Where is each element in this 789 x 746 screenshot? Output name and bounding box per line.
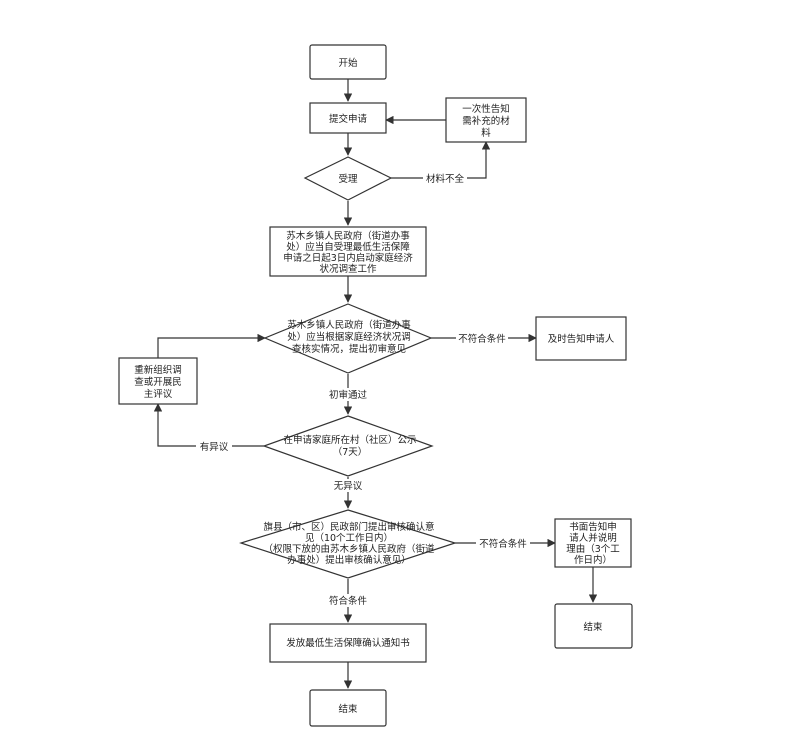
notify-supplement-line-1: 一次性告知 [462, 103, 510, 115]
issue-notice-node: 发放最低生活保障确认通知书 [269, 623, 427, 663]
edge-label-not-qualified-1: 不符合条件 [458, 333, 506, 345]
written-notice-node: 书面告知申 请人并说明 理由（3个工 作日内） [554, 518, 632, 568]
end-right-node: 结束 [554, 603, 633, 649]
county-review-line-3: （权限下放的由苏木乡镇人民政府（街道 [263, 543, 435, 555]
notify-supplement-line-3: 料 [481, 127, 491, 139]
written-notice-line-2: 请人并说明 [569, 532, 617, 544]
written-notice-line-4: 作日内） [574, 554, 612, 566]
edge-label-no-objection: 无异议 [334, 481, 363, 492]
publicity-line-2: （7天） [333, 446, 368, 458]
accept-decision: 受理 [303, 156, 393, 201]
preliminary-review-decision: 苏木乡镇人民政府（街道办事 处）应当根据家庭经济状况调 查核实情况，提出初审意见 [263, 303, 433, 374]
start-node: 开始 [309, 44, 387, 80]
investigate-line-4: 状况调查工作 [319, 263, 377, 275]
preliminary-review-line-2: 处）应当根据家庭经济状况调 [287, 331, 411, 343]
submit-node: 提交申请 [309, 102, 387, 134]
notify-supplement-line-2: 需补充的材 [462, 115, 510, 127]
investigate-node: 苏木乡镇人民政府（街道办事 处）应当自受理最低生活保障 申请之日起3日内启动家庭… [269, 226, 427, 277]
county-review-decision: 旗县（市、区）民政部门提出审核确认意 见（10个工作日内） （权限下放的由苏木乡… [239, 509, 457, 579]
publicity-line-1: 在申请家庭所在村（社区）公示 [283, 434, 416, 446]
edge-reorganize-review [157, 333, 266, 358]
start-label: 开始 [338, 57, 358, 69]
notify-applicant-node: 及时告知申请人 [535, 316, 627, 361]
reorganize-line-1: 重新组织调 [134, 364, 182, 376]
edge-label-qualified: 符合条件 [329, 595, 368, 607]
issue-notice-label: 发放最低生活保障确认通知书 [286, 637, 410, 649]
edge-label-objection: 有异议 [200, 441, 229, 453]
written-notice-line-1: 书面告知申 [569, 521, 617, 533]
county-review-line-1: 旗县（市、区）民政部门提出审核确认意 [263, 521, 434, 533]
submit-label: 提交申请 [329, 113, 368, 125]
written-notice-line-3: 理由（3个工 [566, 543, 620, 555]
edge-publicity-reorganize [153, 403, 264, 447]
accept-label: 受理 [338, 173, 358, 185]
edge-label-incomplete: 材料不全 [426, 173, 465, 185]
end-node: 结束 [309, 689, 387, 727]
end-label: 结束 [338, 703, 358, 715]
edge-label-not-qualified-2: 不符合条件 [479, 538, 527, 550]
reorganize-node: 重新组织调 查或开展民 主评议 [118, 357, 198, 405]
reorganize-line-3: 主评议 [144, 388, 173, 400]
edge-accept-supplement [391, 141, 491, 179]
preliminary-review-line-3: 查核实情况，提出初审意见 [292, 343, 406, 355]
investigate-line-1: 苏木乡镇人民政府（街道办事 [286, 230, 410, 242]
edge-label-passed: 初审通过 [329, 389, 368, 401]
investigate-line-2: 处）应当自受理最低生活保障 [286, 241, 410, 253]
publicity-decision: 在申请家庭所在村（社区）公示 （7天） [262, 415, 434, 477]
notify-applicant-label: 及时告知申请人 [548, 333, 615, 345]
edge-labels: 材料不全 不符合条件 初审通过 有异议 无异议 不符合条件 符合条件 [196, 171, 530, 607]
reorganize-line-2: 查或开展民 [134, 376, 182, 388]
investigate-line-3: 申请之日起3日内启动家庭经济 [283, 252, 413, 264]
preliminary-review-line-1: 苏木乡镇人民政府（街道办事 [287, 319, 411, 331]
notify-supplement-node: 一次性告知 需补充的材 料 [445, 97, 527, 143]
county-review-line-4: 办事处）提出审核确认意见） [287, 554, 411, 566]
county-review-line-2: 见（10个工作日内） [305, 532, 393, 544]
end-right-label: 结束 [583, 621, 603, 633]
